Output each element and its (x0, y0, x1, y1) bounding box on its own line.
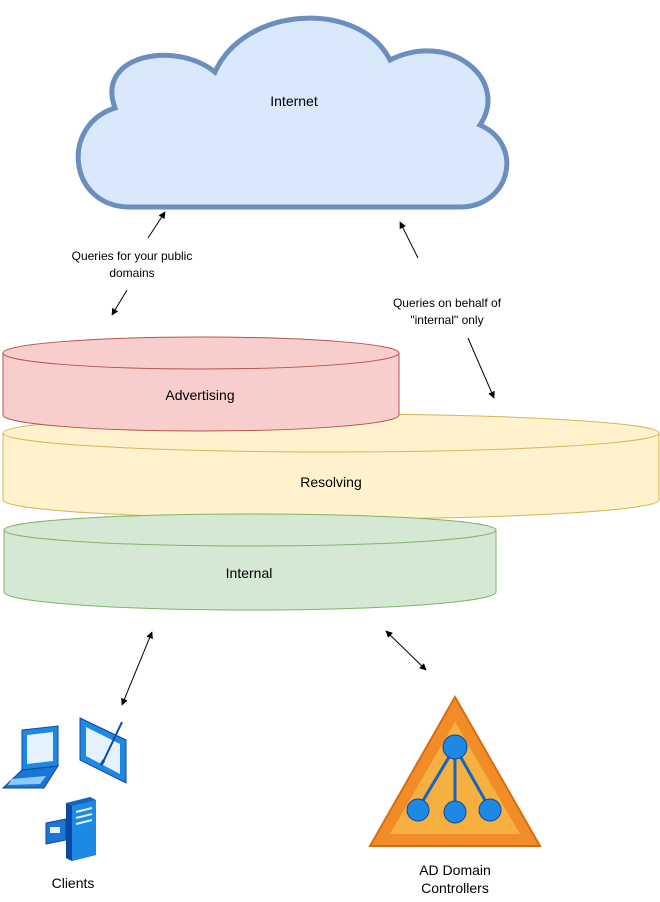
arrow-internal-queries-bottom (467, 337, 495, 399)
tablet-icon (79, 717, 127, 784)
internal-queries-line1: Queries on behalf of (392, 296, 502, 310)
arrow-public-queries-top (147, 211, 166, 239)
laptop-icon (1, 725, 59, 789)
public-queries-line1: Queries for your public (71, 249, 193, 263)
advertising-cylinder (2, 336, 400, 432)
public-queries-label: Queries for your public domains (42, 248, 222, 282)
arrow-internal-ad (385, 630, 427, 671)
server-icon (45, 797, 96, 861)
cloud-shape (75, 15, 510, 210)
resolving-label: Resolving (300, 474, 362, 490)
arrow-internal-clients (121, 631, 153, 706)
clients-label: Clients (51, 875, 95, 891)
arrow-internal-queries-top (399, 221, 419, 259)
arrow-public-queries-bottom (111, 289, 128, 316)
internal-queries-label: Queries on behalf of "internal" only (357, 295, 537, 329)
public-queries-line2: domains (109, 266, 155, 280)
internet-label: Internet (270, 93, 318, 109)
ad-controllers-line1: AD Domain (419, 862, 491, 878)
internal-cylinder (3, 513, 497, 611)
active-directory-icon (368, 694, 542, 847)
ad-controllers-label: AD Domain Controllers (380, 861, 530, 897)
internal-queries-line2: "internal" only (410, 313, 484, 327)
advertising-label: Advertising (165, 387, 235, 403)
ad-controllers-line2: Controllers (421, 880, 489, 896)
resolving-cylinder (2, 413, 660, 520)
internal-label: Internal (225, 565, 273, 581)
